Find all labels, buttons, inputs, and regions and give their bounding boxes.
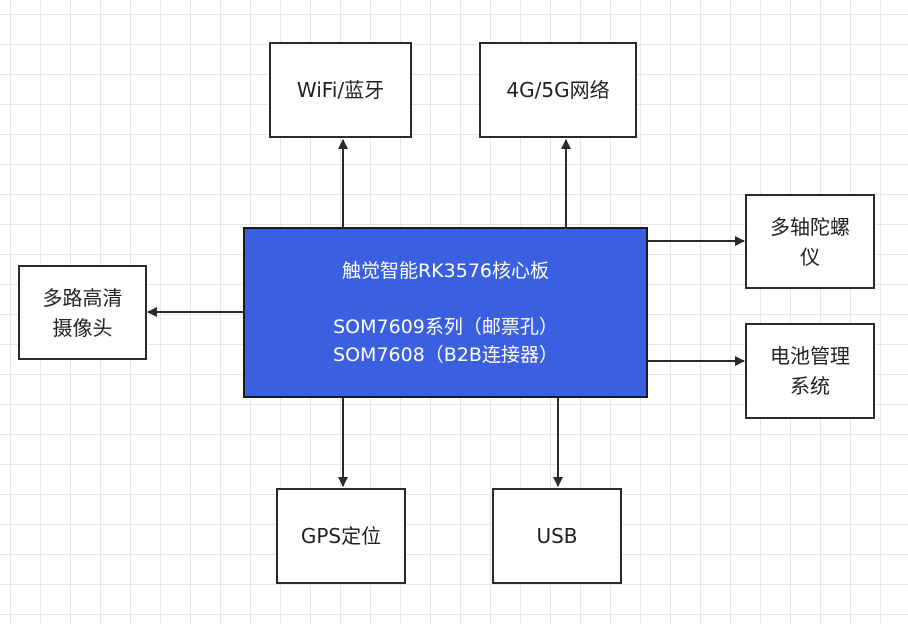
wifi-bluetooth-box: WiFi/蓝牙: [269, 42, 412, 138]
battery-management-box: 电池管理 系统: [745, 323, 875, 419]
gyroscope-box: 多轴陀螺 仪: [745, 194, 875, 289]
core-board-title: 触觉智能RK3576核心板: [341, 259, 549, 282]
network-4g-5g-label: 4G/5G网络: [506, 78, 610, 102]
core-board-box: 触觉智能RK3576核心板 SOM7609系列（邮票孔） SOM7608（B2B…: [243, 227, 648, 398]
gps-label: GPS定位: [300, 524, 382, 548]
camera-label-line1: 多路高清: [42, 285, 123, 310]
gps-box: GPS定位: [276, 488, 406, 584]
usb-label: USB: [536, 524, 578, 548]
network-4g-5g-box: 4G/5G网络: [479, 42, 637, 138]
core-board-series-b2b: SOM7608（B2B连接器）: [333, 343, 558, 366]
usb-box: USB: [492, 488, 622, 584]
gyroscope-label-line1: 多轴陀螺: [770, 214, 850, 239]
core-board-series-stamp-hole: SOM7609系列（邮票孔）: [333, 315, 558, 338]
wifi-bluetooth-label: WiFi/蓝牙: [296, 78, 385, 102]
gyroscope-label-line2: 仪: [800, 244, 820, 269]
camera-box: 多路高清 摄像头: [18, 265, 147, 360]
battery-management-label-line2: 系统: [790, 374, 830, 398]
battery-management-label-line1: 电池管理: [770, 344, 850, 368]
camera-label-line2: 摄像头: [52, 315, 113, 340]
